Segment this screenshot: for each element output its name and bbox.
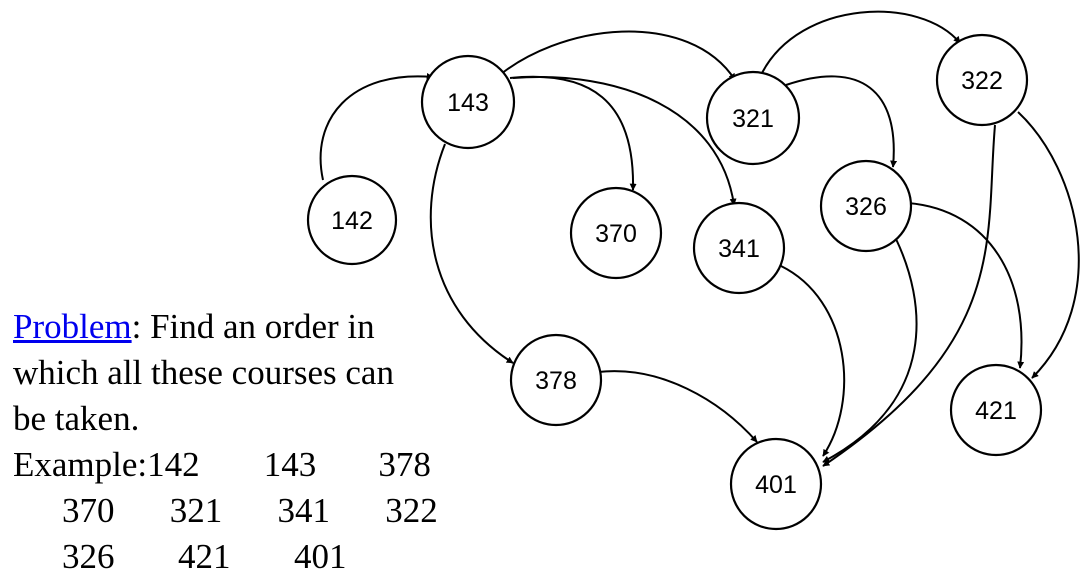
- edge-378-to-401: [597, 370, 758, 443]
- node-370: 370: [569, 186, 663, 280]
- node-378: 378: [509, 333, 603, 427]
- node-326: 326: [819, 159, 913, 253]
- node-322: 322: [935, 33, 1029, 127]
- example-row-1: Example: 142 143 378: [13, 442, 493, 488]
- example-row-2: 370 321 341 322: [13, 488, 493, 534]
- example-course: 401: [294, 537, 347, 576]
- node-label: 378: [535, 367, 577, 395]
- node-label: 143: [447, 89, 489, 117]
- node-circle: [692, 201, 786, 295]
- problem-line-3: be taken.: [13, 399, 140, 438]
- example-course: 322: [385, 491, 438, 530]
- problem-line-1-text: : Find an order in: [131, 307, 375, 346]
- example-label: Example:: [13, 445, 148, 484]
- node-circle: [306, 174, 398, 266]
- node-circle: [949, 363, 1043, 457]
- node-label: 142: [331, 207, 373, 235]
- node-circle: [420, 54, 516, 150]
- edge-143-to-321: [489, 30, 736, 84]
- edge-321-to-322: [761, 10, 961, 74]
- node-circle: [819, 159, 913, 253]
- edge-321-to-326: [785, 75, 898, 168]
- node-circle: [729, 437, 823, 531]
- edge-143-to-370: [509, 75, 637, 191]
- example-course: 326: [62, 537, 115, 576]
- problem-line-1: Problem: Find an order in: [13, 304, 493, 350]
- node-421: 421: [949, 363, 1043, 457]
- node-143: 143: [420, 54, 516, 150]
- node-label: 370: [595, 220, 637, 248]
- edge-322-to-421: [1017, 111, 1080, 379]
- example-course: 143: [263, 445, 317, 484]
- node-label: 401: [755, 471, 797, 499]
- node-341: 341: [692, 201, 786, 295]
- example-course: 421: [178, 537, 231, 576]
- edge-326-to-401: [822, 238, 918, 463]
- problem-link[interactable]: Problem: [13, 307, 132, 346]
- example-course: 142: [147, 445, 200, 484]
- edge-326-to-421: [907, 202, 1025, 369]
- node-label: 322: [961, 67, 1003, 95]
- example-course: 370: [62, 491, 115, 530]
- node-label: 326: [845, 193, 887, 221]
- edge-341-to-401: [780, 265, 846, 457]
- node-401: 401: [729, 437, 823, 531]
- node-321: 321: [705, 70, 801, 166]
- node-circle: [935, 33, 1029, 127]
- edge-142-to-143: [319, 72, 434, 181]
- example-course: 321: [169, 491, 223, 530]
- example-row-3: 326 421 401: [13, 534, 493, 578]
- example-course: 341: [277, 491, 331, 530]
- edge-143-to-378: [429, 143, 514, 364]
- node-label: 421: [975, 397, 1017, 425]
- node-label: 321: [732, 105, 774, 133]
- node-label: 341: [718, 235, 760, 263]
- edge-143-to-341: [512, 76, 737, 206]
- node-142: 142: [306, 174, 398, 266]
- problem-line-2: which all these courses can: [13, 353, 394, 392]
- problem-text-block: Problem: Find an order in which all thes…: [13, 304, 493, 578]
- node-circle: [569, 186, 663, 280]
- edge-322-to-401: [822, 124, 996, 467]
- node-circle: [509, 333, 603, 427]
- example-course: 378: [378, 445, 431, 484]
- node-circle: [705, 70, 801, 166]
